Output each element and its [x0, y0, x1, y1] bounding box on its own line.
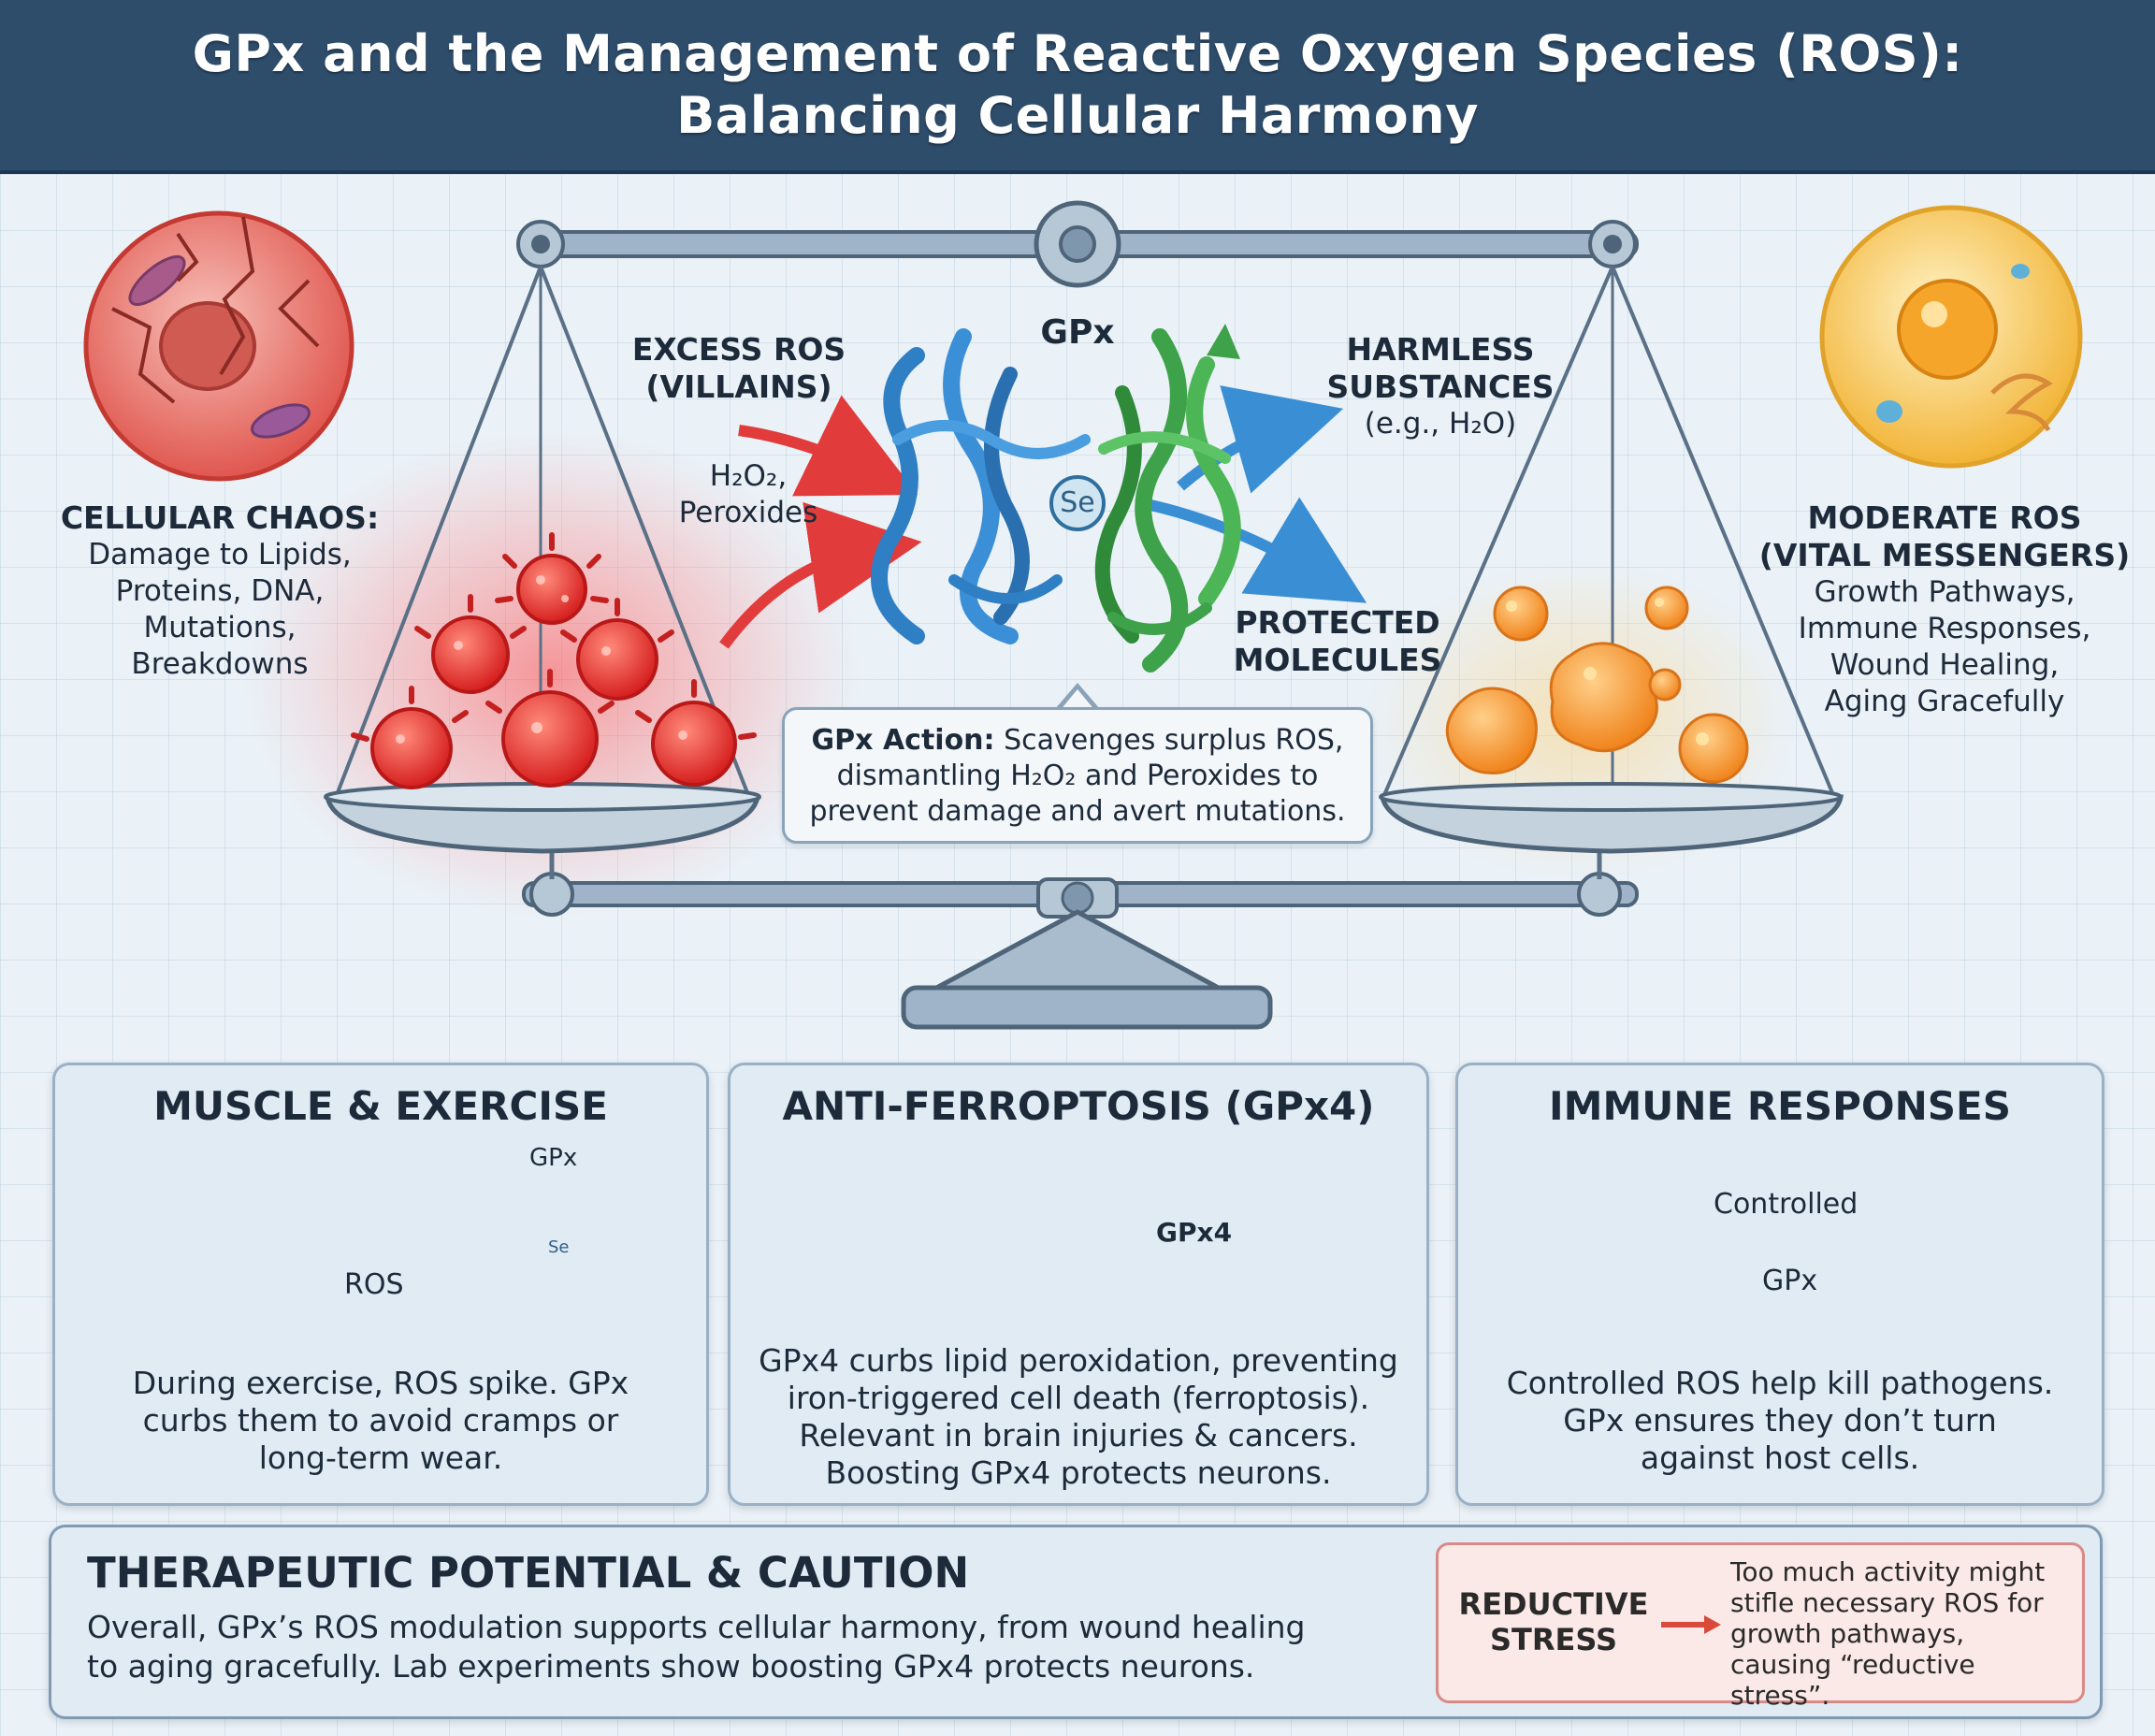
moderate-ros-label: MODERATE ROS (VITAL MESSENGERS) Growth P… — [1753, 499, 2136, 720]
cellular-chaos-heading: CELLULAR CHAOS: — [60, 499, 380, 536]
title-line-1: GPx and the Management of Reactive Oxyge… — [192, 24, 1963, 83]
cellular-chaos-line: Proteins, DNA, — [115, 574, 325, 608]
muscle-text-line: curbs them to avoid cramps or — [142, 1402, 619, 1439]
cellular-chaos-line: Damage to Lipids, — [88, 538, 352, 571]
protected-line: PROTECTED — [1235, 604, 1440, 641]
muscle-panel-title: MUSCLE & EXERCISE — [153, 1083, 608, 1129]
immune-gpx-label: GPx — [1762, 1265, 1818, 1297]
excess-ros-line: EXCESS ROS — [631, 331, 846, 368]
warning-line: causing “reductive stress”. — [1730, 1649, 1975, 1711]
callout-text: Scavenges surplus ROS, — [994, 724, 1344, 757]
selenium-label: Se — [1060, 486, 1095, 519]
molecules-line: MOLECULES — [1233, 642, 1442, 678]
immune-panel-title: IMMUNE RESPONSES — [1549, 1083, 2011, 1129]
therapeutic-title: THERAPEUTIC POTENTIAL & CAUTION — [87, 1548, 970, 1598]
vital-messengers-heading: (VITAL MESSENGERS) — [1758, 537, 2131, 573]
peroxides-label: H₂O₂, Peroxides — [645, 458, 851, 531]
immune-text-line: GPx ensures they don’t turn — [1563, 1402, 1997, 1439]
ferroptosis-text-line: GPx4 curbs lipid peroxidation, preventin… — [759, 1342, 1398, 1379]
protected-molecules-label: PROTECTED MOLECULES — [1216, 604, 1459, 679]
ferroptosis-text-line: Relevant in brain injuries & cancers. — [799, 1417, 1358, 1454]
ferroptosis-panel-text: GPx4 curbs lipid peroxidation, preventin… — [745, 1342, 1411, 1492]
ferroptosis-text-line: Boosting GPx4 protects neurons. — [825, 1454, 1332, 1491]
reductive-stress-text: Too much activity might stifle necessary… — [1730, 1556, 2076, 1711]
villains-line: (VILLAINS) — [645, 369, 832, 405]
h2o2-text: H₂O₂, — [709, 459, 788, 493]
immune-text-line: Controlled ROS help kill pathogens. — [1506, 1365, 2054, 1401]
moderate-ros-line: Immune Responses, — [1798, 612, 2091, 645]
substances-line: SUBSTANCES — [1326, 369, 1555, 405]
reductive-stress-label: REDUCTIVE STRESS — [1455, 1586, 1652, 1657]
callout-line-2: dismantling H₂O₂ and Peroxides to — [836, 760, 1319, 792]
ferroptosis-text-line: iron-triggered cell death (ferroptosis). — [787, 1380, 1370, 1416]
warning-line: Too much activity might — [1730, 1556, 2046, 1587]
cellular-chaos-line: Breakdowns — [131, 647, 309, 681]
anti-ferroptosis-panel: ANTI-FERROPTOSIS (GPx4) GPx4 curbs lipid… — [728, 1063, 1429, 1506]
muscle-text-line: During exercise, ROS spike. GPx — [132, 1365, 629, 1401]
warning-arrow-icon — [1661, 1615, 1721, 1634]
reductive-stress-box: REDUCTIVE STRESS Too much activity might… — [1436, 1542, 2085, 1711]
immune-responses-panel: IMMUNE RESPONSES Controlled ROS help kil… — [1455, 1063, 2104, 1506]
callout-line-3: prevent damage and avert mutations. — [809, 795, 1346, 828]
callout-line-1: GPx Action: Scavenges surplus ROS, — [802, 723, 1353, 759]
therapeutic-line: Overall, GPx’s ROS modulation supports c… — [87, 1609, 1306, 1645]
moderate-ros-heading: MODERATE ROS — [1807, 499, 2082, 536]
immune-panel-text: Controlled ROS help kill pathogens. GPx … — [1473, 1365, 2087, 1477]
muscle-gpx-label: GPx — [529, 1144, 578, 1172]
muscle-exercise-panel: MUSCLE & EXERCISE During exercise, ROS s… — [52, 1063, 709, 1506]
cellular-chaos-label: CELLULAR CHAOS: Damage to Lipids, Protei… — [37, 499, 402, 683]
harmless-substances-label: HARMLESS SUBSTANCES (e.g., H₂O) — [1309, 331, 1571, 442]
therapeutic-text: Overall, GPx’s ROS modulation supports c… — [87, 1608, 1415, 1686]
therapeutic-panel: THERAPEUTIC POTENTIAL & CAUTION Overall,… — [49, 1525, 2103, 1719]
moderate-ros-line: Growth Pathways, — [1814, 575, 2075, 609]
muscle-ros-label: ROS — [344, 1268, 404, 1301]
title-line-2: Balancing Cellular Harmony — [676, 86, 1479, 145]
excess-ros-label: EXCESS ROS (VILLAINS) — [599, 331, 879, 406]
gpx-action-callout: GPx Action: Scavenges surplus ROS, disma… — [782, 707, 1373, 844]
callout-bold-label: GPx Action: — [811, 724, 995, 757]
controlled-label: Controlled — [1714, 1188, 1859, 1221]
ferroptosis-panel-title: ANTI-FERROPTOSIS (GPx4) — [782, 1083, 1375, 1129]
warning-line: stifle necessary ROS for — [1730, 1587, 2044, 1618]
immune-text-line: against host cells. — [1640, 1439, 1920, 1476]
gpx-label: GPx — [1040, 313, 1115, 352]
reductive-word: REDUCTIVE — [1458, 1586, 1649, 1622]
stress-word: STRESS — [1489, 1622, 1618, 1657]
moderate-ros-line: Wound Healing, — [1830, 648, 2060, 682]
water-example-line: (e.g., H₂O) — [1364, 407, 1517, 441]
cellular-chaos-line: Mutations, — [143, 611, 296, 644]
title-bar: GPx and the Management of Reactive Oxyge… — [0, 0, 2155, 174]
muscle-panel-text: During exercise, ROS spike. GPx curbs th… — [70, 1365, 691, 1477]
balance-scale-illustration — [83, 200, 2083, 1030]
peroxides-text: Peroxides — [678, 496, 818, 529]
warning-line: growth pathways, — [1730, 1618, 1965, 1649]
harmless-line: HARMLESS — [1346, 331, 1535, 368]
therapeutic-line: to aging gracefully. Lab experiments sho… — [87, 1648, 1255, 1685]
muscle-text-line: long-term wear. — [258, 1439, 503, 1476]
muscle-se-label: Se — [548, 1237, 570, 1257]
gpx4-shield-label: GPx4 — [1156, 1217, 1233, 1248]
moderate-ros-line: Aging Gracefully — [1824, 685, 2065, 718]
